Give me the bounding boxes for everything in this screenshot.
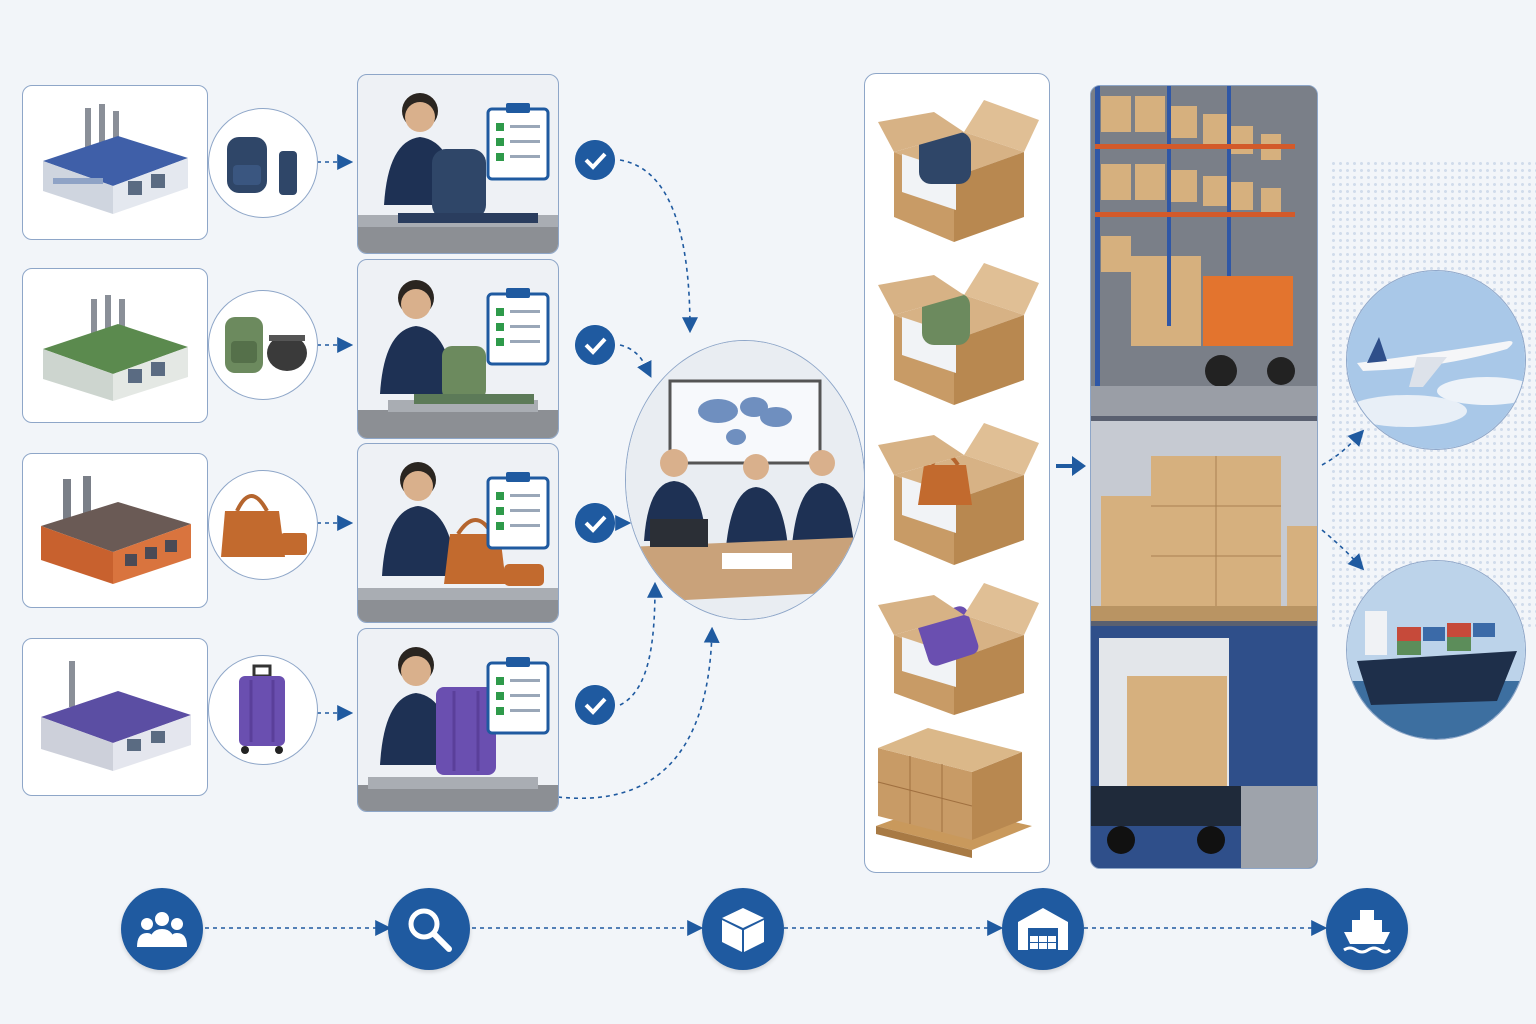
- suitcase-icon: [239, 664, 285, 754]
- handbag-icon: [221, 494, 307, 557]
- step-team-button[interactable]: [121, 888, 203, 970]
- backpack-icon: [227, 137, 297, 195]
- air-freight-circle[interactable]: [1346, 270, 1526, 450]
- inspection-scene: [358, 647, 558, 811]
- handbag-box-icon[interactable]: [874, 415, 1040, 570]
- inspection-card-handbag[interactable]: [357, 443, 559, 623]
- cargo-ship-icon: [1347, 561, 1525, 739]
- factory-card-orange[interactable]: [22, 453, 208, 608]
- warehouse-scenes: [1091, 86, 1317, 868]
- factory-card-blue[interactable]: [22, 85, 208, 240]
- checklist-icon: [486, 657, 550, 735]
- product-circle-backpack[interactable]: [208, 108, 318, 218]
- air-fryer-icon: [225, 317, 307, 373]
- factory-blue-icon: [43, 104, 188, 214]
- backpack-box-icon[interactable]: [874, 92, 1040, 247]
- search-icon: [408, 908, 452, 952]
- team-icon: [137, 912, 187, 947]
- approved-check-icon: [575, 503, 615, 543]
- factory-purple-icon: [41, 661, 191, 771]
- step-packing-button[interactable]: [702, 888, 784, 970]
- team-meeting-scene: [626, 341, 864, 619]
- warehouse-icon: [1018, 908, 1068, 950]
- checklist-icon: [486, 103, 550, 181]
- step-shipping-button[interactable]: [1326, 888, 1408, 970]
- team-meeting-circle[interactable]: [625, 340, 865, 620]
- box-icon: [722, 908, 764, 952]
- product-circle-suitcase[interactable]: [208, 655, 318, 765]
- factory-card-purple[interactable]: [22, 638, 208, 796]
- inspection-card-backpack[interactable]: [357, 74, 559, 254]
- factory-orange-icon: [41, 476, 191, 584]
- step-inspection-button[interactable]: [388, 888, 470, 970]
- approved-check-icon: [575, 685, 615, 725]
- inspection-card-air-fryer[interactable]: [357, 259, 559, 439]
- product-circle-handbag[interactable]: [208, 470, 318, 580]
- warehouse-column: [1090, 85, 1318, 869]
- inspection-scene: [358, 280, 558, 438]
- product-circle-air-fryer[interactable]: [208, 290, 318, 400]
- inspection-card-suitcase[interactable]: [357, 628, 559, 812]
- approved-check-icon: [575, 140, 615, 180]
- ship-icon: [1343, 910, 1392, 954]
- factory-card-green[interactable]: [22, 268, 208, 423]
- factory-green-icon: [43, 295, 188, 401]
- step-warehouse-button[interactable]: [1002, 888, 1084, 970]
- inspection-scene: [358, 462, 558, 622]
- suitcase-box-icon[interactable]: [874, 575, 1040, 720]
- checklist-icon: [486, 288, 550, 366]
- approved-check-icon: [575, 325, 615, 365]
- air-fryer-box-icon[interactable]: [874, 255, 1040, 410]
- sea-freight-circle[interactable]: [1346, 560, 1526, 740]
- inspection-scene: [358, 93, 558, 253]
- checklist-icon: [486, 472, 550, 550]
- airplane-icon: [1347, 271, 1525, 449]
- palletized-cartons-icon[interactable]: [872, 718, 1042, 866]
